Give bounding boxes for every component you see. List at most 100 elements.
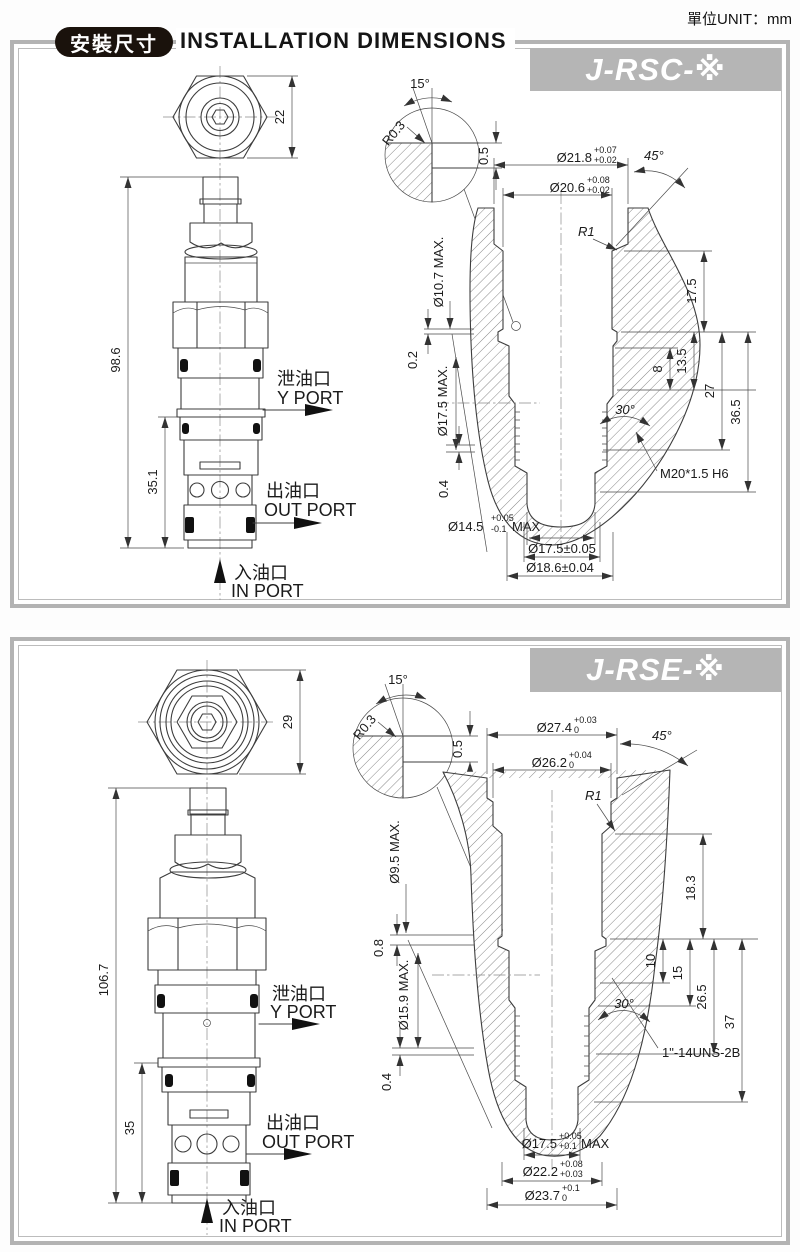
dim-8: 8 <box>650 365 665 372</box>
dim-hex-across: 22 <box>272 110 287 124</box>
svg-text:0: 0 <box>574 725 579 735</box>
svg-text:0: 0 <box>569 760 574 770</box>
svg-text:-0.1: -0.1 <box>491 524 507 534</box>
dim-depth-183: 18.3 <box>683 875 698 900</box>
detail-step: 0.5 <box>476 147 491 165</box>
model-banner-jrsc: J-RSC-※ <box>530 48 781 91</box>
panel-border <box>10 637 790 1245</box>
panel-inner-border <box>18 645 782 1237</box>
dim-overall-length: 106.7 <box>96 964 111 997</box>
dim-bore2: Ø20.6 <box>550 180 585 195</box>
dim-chamfer-angle: 45° <box>644 148 664 163</box>
dim-bore1: Ø27.4 <box>537 720 572 735</box>
unit-label: 單位UNIT：mm <box>687 11 792 28</box>
dim-27: 27 <box>702 384 717 398</box>
valve-side-view: 106.7 35 <box>96 782 267 1235</box>
model-label: J-RSE-※ <box>586 652 725 687</box>
in-port-arrow-icon <box>214 559 226 583</box>
dim-bore1: Ø21.8 <box>557 150 592 165</box>
dim-overall-length: 98.6 <box>108 347 123 372</box>
model-label: J-RSC-※ <box>585 51 726 87</box>
out-port-arrow-icon <box>284 1148 312 1160</box>
dim-pilot: Ø17.5 <box>522 1136 557 1151</box>
detail-angle: 15° <box>388 672 408 687</box>
section-dimensions: Ø21.8 +0.07 +0.02 Ø20.6 +0.08 +0.02 45° … <box>405 145 756 581</box>
valve-side-view: 98.6 35.1 <box>108 168 269 600</box>
dim-lead-angle: 30° <box>615 402 635 417</box>
cavity-section <box>437 192 701 556</box>
svg-text:+0.04: +0.04 <box>569 750 592 760</box>
page-title: INSTALLATION DIMENSIONS <box>176 28 515 54</box>
out-port-cn: 出油口 <box>266 1113 320 1133</box>
svg-text:+0.07: +0.07 <box>594 145 617 155</box>
panel-jrsc: J-RSC-※ 22 <box>10 40 790 608</box>
svg-text:MAX: MAX <box>512 519 541 534</box>
dim-chamfer-angle: 45° <box>652 728 672 743</box>
y-port-cn: 泄油口 <box>277 369 331 389</box>
drawing-jrsc: 22 <box>108 66 756 601</box>
svg-text:MAX: MAX <box>581 1136 610 1151</box>
dim-step-08: 0.8 <box>371 939 386 957</box>
out-port-en: OUT PORT <box>262 1132 354 1152</box>
svg-text:+0.03: +0.03 <box>560 1169 583 1179</box>
dim-15: 15 <box>670 966 685 980</box>
y-port-en: Y PORT <box>270 1002 336 1022</box>
model-banner-jrse: J-RSE-※ <box>530 648 781 692</box>
svg-text:+0.05: +0.05 <box>559 1131 582 1141</box>
badge-label: 安裝尺寸 <box>70 33 158 56</box>
drawing-jrse: 29 <box>96 660 758 1236</box>
dim-hex-across: 29 <box>280 715 295 729</box>
cavity-section <box>432 769 671 1168</box>
svg-text:+0.08: +0.08 <box>560 1159 583 1169</box>
dim-10: 10 <box>643 954 658 968</box>
section-badge: 安裝尺寸 <box>55 27 173 57</box>
dim-step-04: 0.4 <box>436 480 451 498</box>
dim-seat: Ø22.2 <box>523 1164 558 1179</box>
in-port-arrow-icon <box>201 1198 213 1223</box>
dim-seat: Ø17.5±0.05 <box>528 541 596 556</box>
dim-lower-length: 35 <box>122 1121 137 1135</box>
dim-step-04: 0.4 <box>379 1073 394 1091</box>
svg-text:+0.08: +0.08 <box>587 175 610 185</box>
dim-lead-angle: 30° <box>614 996 634 1011</box>
y-port-arrow-icon <box>305 404 333 416</box>
svg-text:+0.05: +0.05 <box>491 513 514 523</box>
in-port-cn: 入油口 <box>234 563 288 583</box>
dim-dia-max: Ø17.5 MAX. <box>435 366 450 437</box>
detail-step: 0.5 <box>450 740 465 758</box>
dim-outer: Ø18.6±0.04 <box>526 560 594 575</box>
dim-lower-length: 35.1 <box>145 469 160 494</box>
out-port-en: OUT PORT <box>264 500 356 520</box>
port-labels: 泄油口 Y PORT 出油口 OUT PORT 入油口 IN PORT <box>201 984 354 1236</box>
dim-pilot: Ø14.5 <box>448 519 483 534</box>
out-port-arrow-icon <box>294 517 322 529</box>
dim-thread: M20*1.5 H6 <box>660 466 729 481</box>
panel-jrse: J-RSE-※ 29 <box>10 637 790 1245</box>
out-port-cn: 出油口 <box>266 481 320 501</box>
in-port-cn: 入油口 <box>222 1198 276 1218</box>
dim-13-5: 13.5 <box>674 348 689 373</box>
in-port-en: IN PORT <box>231 581 304 601</box>
dim-port-drill: Ø9.5 MAX. <box>387 820 402 884</box>
detail-angle: 15° <box>410 76 430 91</box>
hex-top-view: 22 <box>163 66 298 170</box>
dim-depth-175: 17.5 <box>684 278 699 303</box>
dim-bore2: Ø26.2 <box>532 755 567 770</box>
port-labels: 泄油口 Y PORT 出油口 OUT PORT 入油口 IN PORT <box>214 369 356 601</box>
svg-text:+0.02: +0.02 <box>594 155 617 165</box>
dim-dia-max: Ø15.9 MAX. <box>396 960 411 1031</box>
hex-top-view: 29 <box>138 660 306 784</box>
dim-corner-r: R1 <box>578 224 595 239</box>
svg-text:+0.1: +0.1 <box>559 1141 577 1151</box>
dim-corner-r: R1 <box>585 788 602 803</box>
section-dimensions: Ø27.4 +0.03 0 Ø26.2 +0.04 0 45° R1 Ø9.5 … <box>371 715 758 1210</box>
dim-step-02: 0.2 <box>405 351 420 369</box>
y-port-arrow-icon <box>292 1018 320 1030</box>
in-port-en: IN PORT <box>219 1216 292 1236</box>
svg-text:+0.03: +0.03 <box>574 715 597 725</box>
y-port-en: Y PORT <box>277 388 343 408</box>
svg-text:+0.02: +0.02 <box>587 185 610 195</box>
dim-thread: 1"-14UNS-2B <box>662 1045 740 1060</box>
dim-26-5: 26.5 <box>694 984 709 1009</box>
